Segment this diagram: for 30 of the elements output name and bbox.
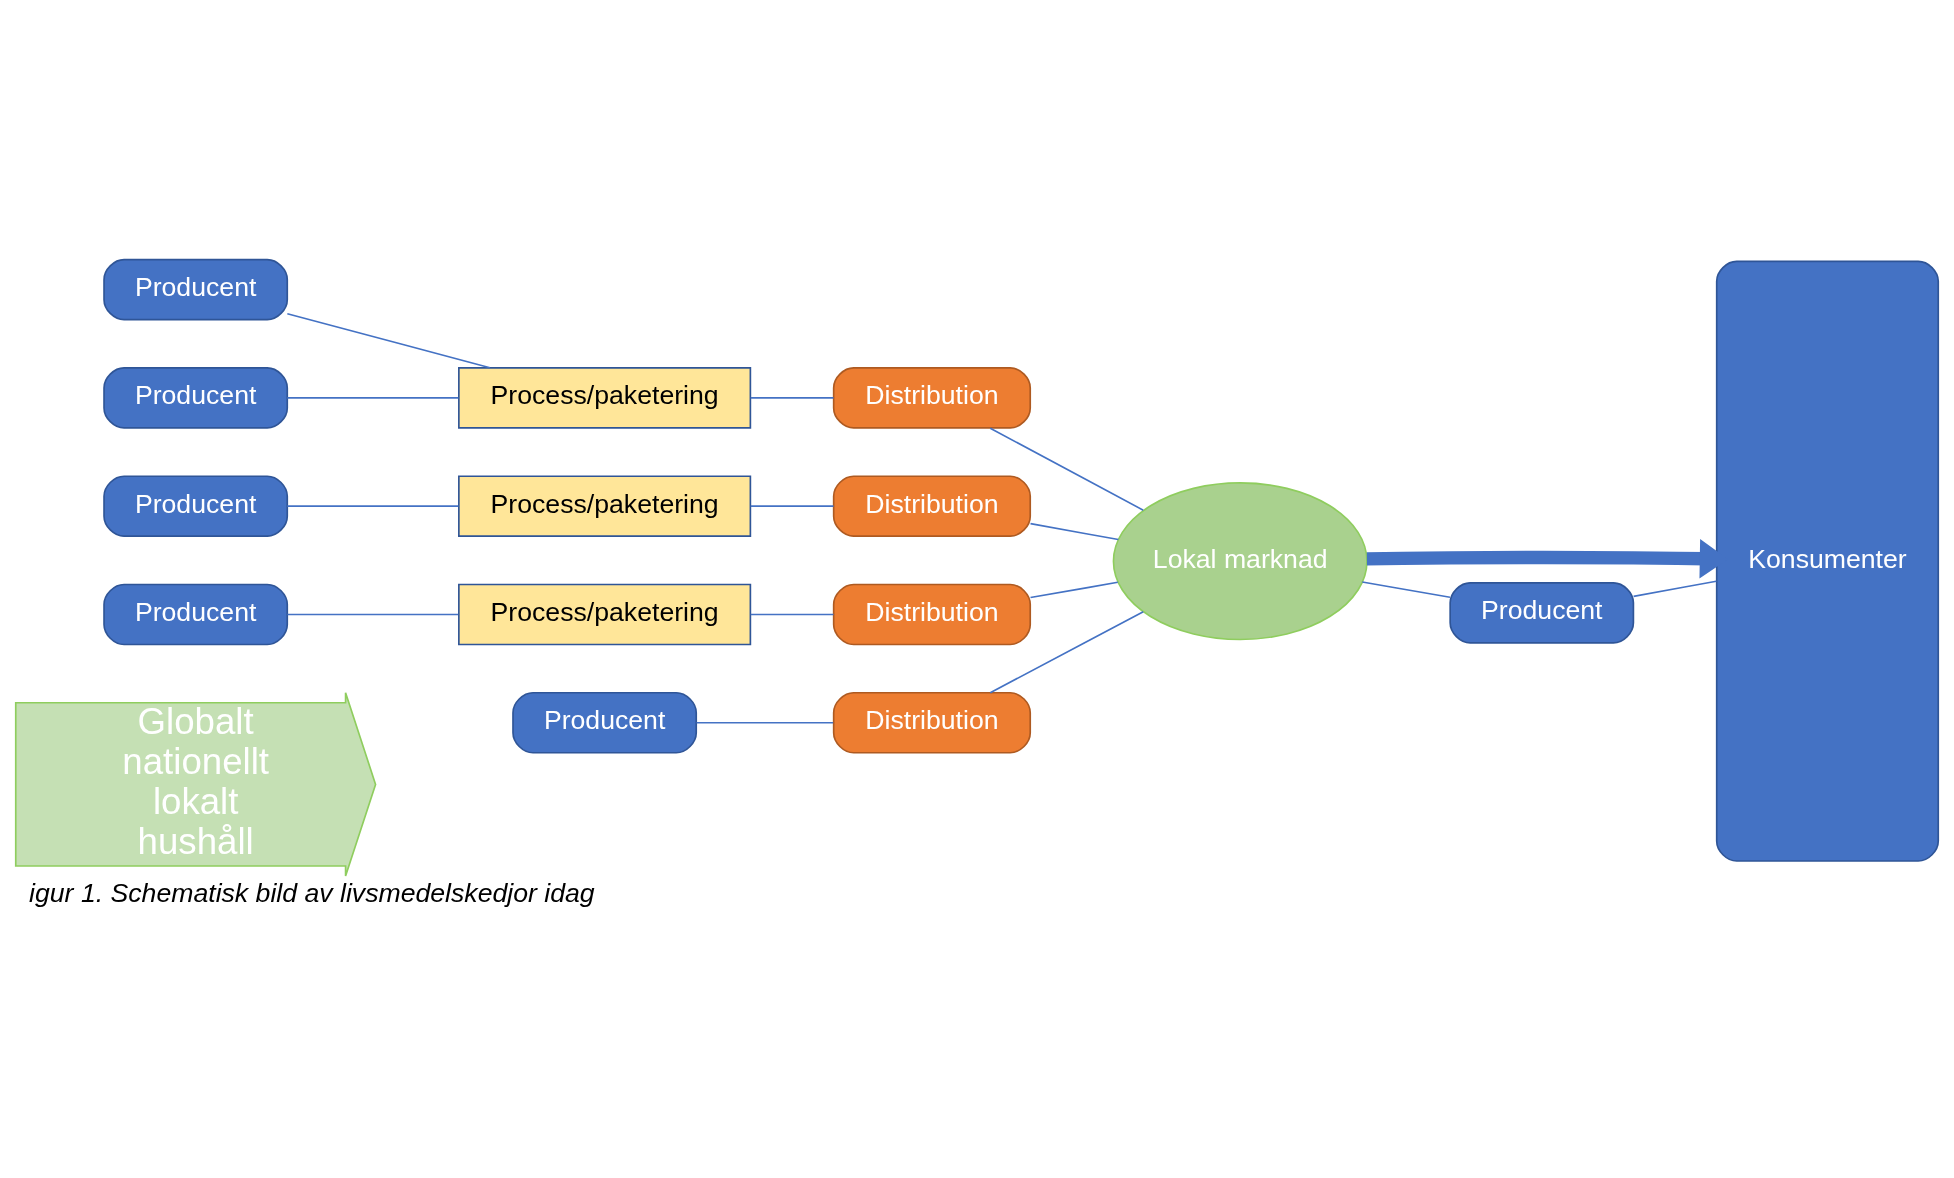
node-box: Process/paketering [458,583,752,645]
node-box: Distribution [832,366,1032,429]
node-box: Producent [512,691,698,754]
node-box: Producent [103,258,289,320]
connector [749,396,835,399]
node-box: Distribution [832,583,1032,645]
node-box: Distribution [832,474,1032,537]
node-box: Konsumenter [1715,260,1940,862]
node-box: Producent [103,366,289,429]
node-ellipse: Lokal marknad [1112,481,1368,640]
node-box: Process/paketering [458,474,752,537]
connector [989,426,1145,511]
node-box: Process/paketering [458,366,752,429]
node-box: Producent [1449,581,1635,644]
connector [1361,580,1451,598]
node-box: Producent [103,474,289,537]
connector [1029,580,1119,598]
connector [286,504,460,507]
connector [1632,579,1718,597]
caption: igur 1. Schematisk bild av livsmedelskedjor idag [29,877,595,908]
connector [695,721,834,724]
connector [989,610,1145,694]
node-box: Distribution [832,691,1032,754]
connector [286,312,491,369]
connector [286,613,460,615]
node-box: Producent [103,583,289,645]
connector [286,396,460,399]
connector [749,504,835,507]
connector [749,613,835,615]
connector [1029,522,1120,540]
